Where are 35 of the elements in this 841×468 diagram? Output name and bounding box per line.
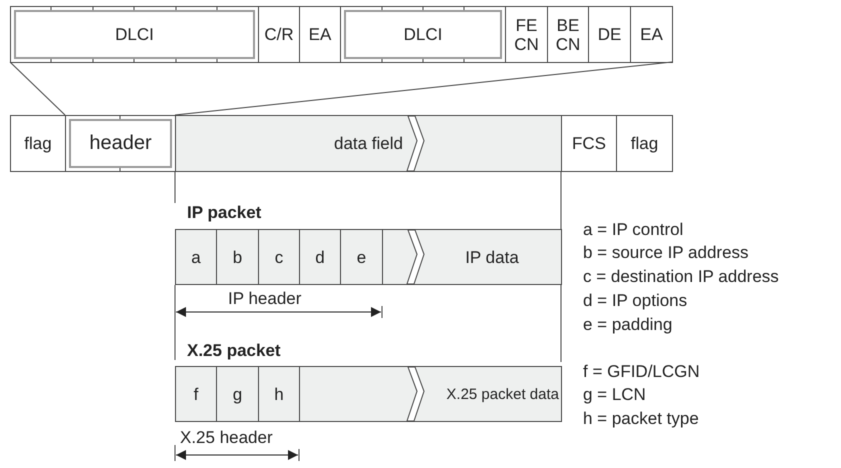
header-bit-field: EA (299, 6, 341, 63)
legend-text: e = padding (583, 315, 672, 335)
frame-field: g (216, 366, 259, 422)
frame-field: a (175, 229, 217, 285)
header-bit-field: DLCI (10, 6, 259, 63)
header-bit-field: DE (588, 6, 631, 63)
header-bit-field: FE CN (505, 6, 548, 63)
legend-text: f = GFID/LCGN (583, 362, 700, 382)
frame-field: e (340, 229, 383, 285)
header-bit-field: DLCI (340, 6, 506, 63)
legend-text: a = IP control (583, 220, 684, 240)
frame-field: f (175, 366, 217, 422)
frame-field: X.25 packet data (299, 366, 562, 422)
frame-field: IP data (382, 229, 562, 285)
frame-field: c (258, 229, 300, 285)
frame-field: header (65, 115, 176, 172)
legend-text: c = destination IP address (583, 267, 779, 287)
header-bit-field: EA (630, 6, 673, 63)
header-bit-field: BE CN (547, 6, 589, 63)
frame-field: flag (616, 115, 673, 172)
legend-text: g = LCN (583, 385, 646, 405)
dimension-label: IP header (228, 289, 302, 309)
packet-title: IP packet (187, 203, 262, 223)
frame-field: flag (10, 115, 66, 172)
header-bit-field: C/R (258, 6, 300, 63)
dimension-label: X.25 header (180, 428, 273, 448)
legend-text: b = source IP address (583, 243, 749, 263)
legend-text: d = IP options (583, 291, 688, 311)
frame-field: d (299, 229, 341, 285)
legend-text: h = packet type (583, 409, 699, 429)
frame-field: data field (175, 115, 562, 172)
frame-field: FCS (561, 115, 617, 172)
packet-title: X.25 packet (187, 341, 281, 361)
frame-field: h (258, 366, 300, 422)
frame-field: b (216, 229, 259, 285)
